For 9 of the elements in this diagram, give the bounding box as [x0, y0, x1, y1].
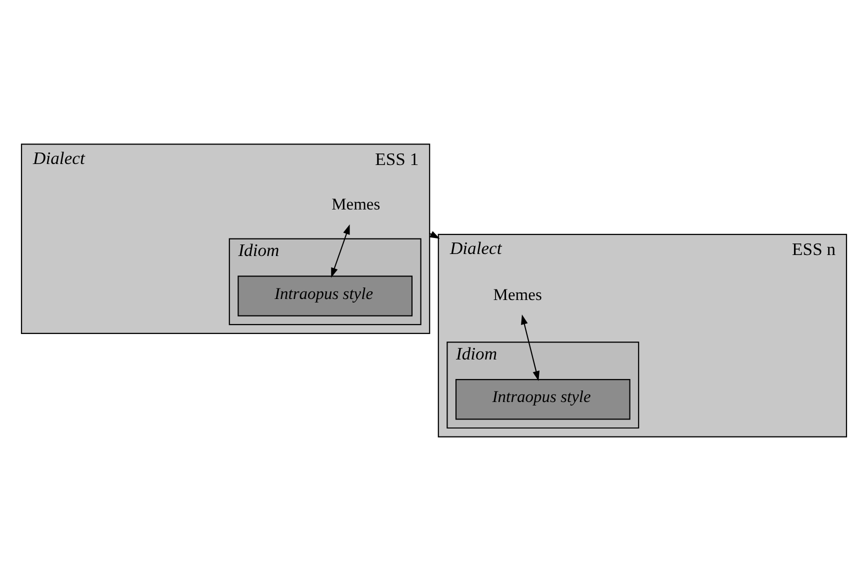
node-label: ESS n	[792, 239, 836, 260]
node-text: Memes	[332, 194, 380, 214]
node-label: ESS 1	[375, 148, 419, 169]
arrow	[331, 224, 350, 278]
node-box: Intraopus style	[455, 379, 630, 420]
arrow	[429, 231, 440, 239]
node-box: Intraopus style	[238, 276, 413, 316]
arrow	[521, 314, 540, 381]
node-text: Memes	[493, 284, 542, 304]
